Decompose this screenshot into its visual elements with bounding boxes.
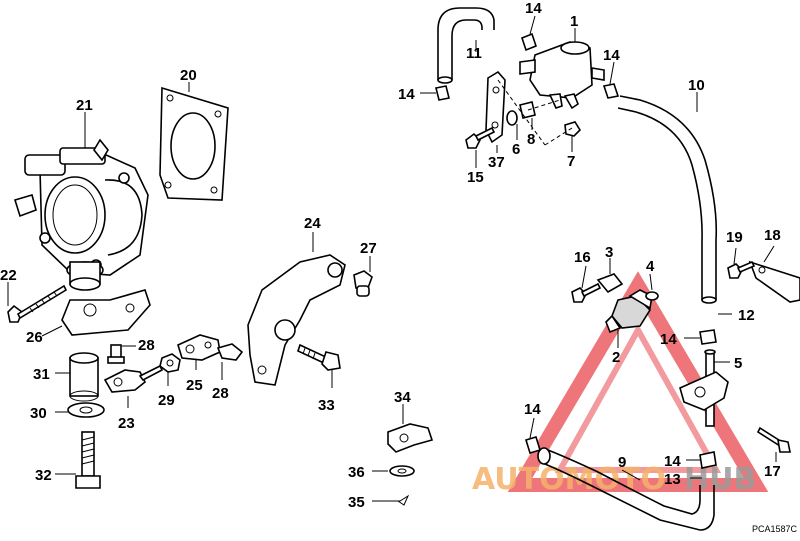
washer-part-6	[506, 110, 518, 126]
joint-part-25	[177, 334, 221, 361]
link-rod-part-23	[103, 364, 164, 393]
valve-part-2	[605, 289, 653, 334]
part-label-7: 7	[567, 153, 575, 170]
screw-part-17	[756, 426, 791, 453]
part-label-14-f: 14	[664, 453, 681, 470]
bracket-part-34	[387, 423, 434, 453]
part-label-36: 36	[348, 464, 365, 481]
o-ring-part-4	[645, 291, 659, 301]
diagram-code: PCA1587C	[752, 524, 798, 534]
part-label-29: 29	[158, 392, 175, 409]
part-label-27: 27	[360, 240, 377, 257]
part-label-23: 23	[118, 415, 135, 432]
bolt-part-33	[297, 343, 341, 371]
hose-part-10	[617, 95, 718, 304]
part-label-37: 37	[488, 154, 505, 171]
bolt-part-19	[727, 260, 756, 279]
part-label-34: 34	[394, 389, 411, 406]
part-label-32: 32	[35, 467, 52, 484]
part-label-8: 8	[527, 131, 535, 148]
clamp-part-14-e	[524, 436, 542, 454]
part-label-17: 17	[764, 463, 781, 480]
clip-part-35	[375, 494, 410, 506]
gasket-part-20	[159, 86, 229, 201]
part-label-26: 26	[26, 329, 43, 346]
clamp-part-14-f	[699, 451, 717, 469]
part-label-35: 35	[348, 494, 365, 511]
screw-part-28-b	[216, 343, 244, 361]
bolt-part-16	[571, 282, 602, 303]
part-label-12: 12	[738, 307, 755, 324]
part-label-28b: 28	[212, 385, 229, 402]
part-label-22: 22	[0, 267, 17, 284]
part-label-6: 6	[512, 141, 520, 158]
part-label-3: 3	[605, 244, 613, 261]
part-label-5: 5	[734, 355, 742, 372]
part-label-28a: 28	[138, 337, 155, 354]
throttle-arm-part-24	[247, 254, 346, 386]
part-label-1: 1	[570, 13, 578, 30]
part-label-18: 18	[764, 227, 781, 244]
part-label-14-b: 14	[603, 47, 620, 64]
part-label-14-e: 14	[524, 401, 541, 418]
washer-part-30	[67, 402, 105, 418]
watermark-text-hub: HUB	[684, 462, 756, 497]
plate-part-3	[596, 273, 624, 294]
clamp-part-14-b	[602, 83, 620, 99]
screw-part-7	[564, 121, 582, 137]
bolt-part-27	[353, 270, 373, 297]
collar-part-31	[69, 352, 99, 402]
part-label-9: 9	[618, 454, 626, 471]
part-label-2: 2	[612, 349, 620, 366]
clamp-part-14-c	[435, 85, 450, 101]
part-label-25: 25	[186, 377, 203, 394]
part-label-16: 16	[574, 249, 591, 266]
part-label-4: 4	[646, 258, 655, 275]
throttle-body-part-21	[13, 138, 149, 291]
nut-part-29	[159, 353, 181, 373]
bolt-part-22	[7, 284, 68, 323]
hose-part-9	[537, 447, 715, 531]
leader-lines	[7, 15, 777, 502]
washer-part-36	[389, 465, 415, 477]
part-label-21: 21	[76, 97, 93, 114]
part-label-14-d: 14	[660, 331, 677, 348]
clamp-part-14-a	[521, 32, 537, 52]
part-label-33: 33	[318, 397, 335, 414]
part-label-15: 15	[467, 169, 484, 186]
grommet-part-8	[519, 101, 536, 119]
bolt-part-15	[465, 126, 496, 149]
part-label-20: 20	[180, 67, 197, 84]
hose-part-11	[437, 7, 495, 84]
part-label-10: 10	[688, 77, 705, 94]
bracket-part-37	[485, 70, 506, 144]
bracket-part-18	[748, 260, 800, 303]
joint-part-5	[679, 349, 729, 427]
valve-part-1	[519, 41, 605, 110]
part-label-14-a: 14	[525, 0, 542, 17]
part-label-31: 31	[33, 366, 50, 383]
part-label-14-c: 14	[398, 86, 415, 103]
part-label-24: 24	[304, 215, 321, 232]
part-label-11: 11	[466, 45, 482, 62]
bolt-part-32	[75, 431, 101, 489]
lever-part-26	[61, 289, 151, 336]
part-label-13: 13	[664, 471, 681, 488]
part-label-19: 19	[726, 229, 743, 246]
part-label-30: 30	[30, 405, 47, 422]
clamp-part-14-d	[699, 329, 717, 345]
screw-part-28-a	[107, 344, 125, 364]
